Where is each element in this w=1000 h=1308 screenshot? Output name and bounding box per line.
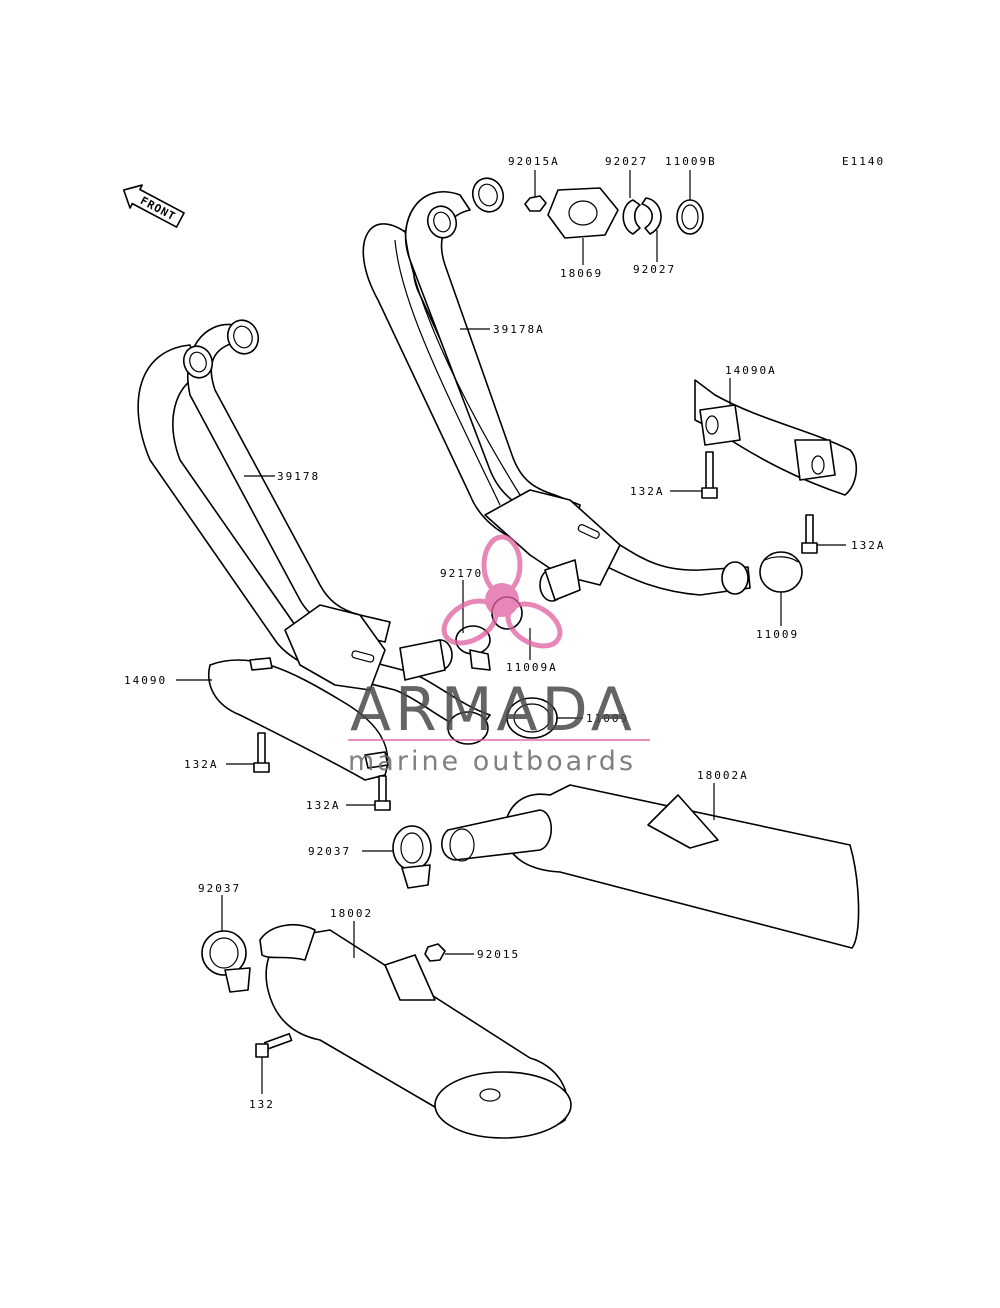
bolt-132 (255, 1032, 293, 1058)
label-39178A[interactable]: 39178A (493, 323, 545, 336)
label-18002A[interactable]: 18002A (697, 769, 749, 782)
label-11009-1[interactable]: 11009 (756, 628, 799, 641)
heat-guard-14090 (208, 657, 389, 781)
watermark-brand: ARMADA (350, 675, 636, 745)
label-18069[interactable]: 18069 (560, 267, 603, 280)
label-11009-2[interactable]: 11009 (586, 712, 629, 725)
clamp-92037-upper (392, 825, 432, 889)
front-arrow-icon: FRONT (122, 184, 185, 228)
label-14090[interactable]: 14090 (124, 674, 167, 687)
label-11009A[interactable]: 11009A (506, 661, 558, 674)
watermark: ARMADA marine outboards (348, 534, 650, 777)
nut-92015A (524, 195, 547, 212)
label-132A-3[interactable]: 132A (184, 758, 219, 771)
gasket-11009-right (759, 551, 803, 593)
collar-92027-a (622, 199, 641, 235)
bolt-132A-middle (374, 775, 391, 811)
exhaust-pipe-39178A (362, 177, 751, 602)
flange-18069 (547, 187, 619, 239)
nut-92015 (424, 943, 446, 962)
watermark-tagline: marine outboards (348, 746, 636, 777)
bolt-132A-left (253, 732, 270, 773)
label-92170[interactable]: 92170 (440, 567, 483, 580)
label-92037-2[interactable]: 92037 (198, 882, 241, 895)
bolt-132A-right (801, 514, 818, 554)
label-14090A[interactable]: 14090A (725, 364, 777, 377)
label-132[interactable]: 132 (249, 1098, 275, 1111)
exhaust-pipe-39178 (137, 319, 491, 745)
label-132A-1[interactable]: 132A (630, 485, 665, 498)
diagram-code: E1140 (842, 155, 885, 168)
propeller-icon (441, 534, 563, 649)
collar-92027-b (641, 197, 662, 235)
label-132A-2[interactable]: 132A (851, 539, 886, 552)
label-11009B[interactable]: 11009B (665, 155, 717, 168)
label-92027-top[interactable]: 92027 (605, 155, 648, 168)
label-39178[interactable]: 39178 (277, 470, 320, 483)
label-92037-1[interactable]: 92037 (308, 845, 351, 858)
label-92015A[interactable]: 92015A (508, 155, 560, 168)
label-132A-4[interactable]: 132A (306, 799, 341, 812)
label-92027-bottom[interactable]: 92027 (633, 263, 676, 276)
muffler-18002 (259, 924, 572, 1139)
clamp-92037-lower (201, 930, 251, 993)
label-92015[interactable]: 92015 (477, 948, 520, 961)
heat-guard-14090A (694, 379, 858, 496)
label-18002[interactable]: 18002 (330, 907, 373, 920)
muffler-18002A (441, 784, 860, 949)
bolt-132A-top (701, 451, 718, 499)
